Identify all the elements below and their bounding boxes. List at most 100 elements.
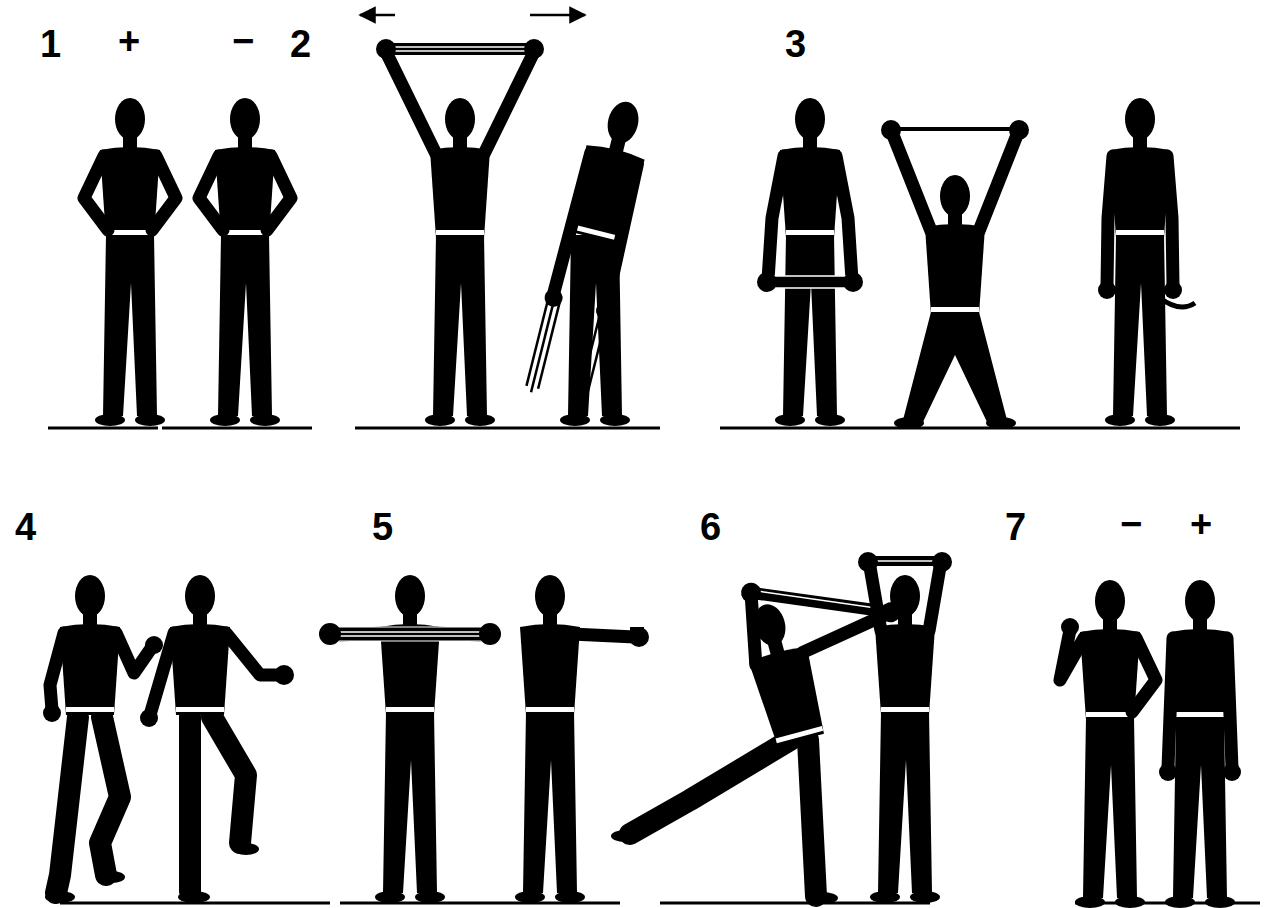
expander: [630, 627, 644, 635]
figure-part: [45, 891, 75, 903]
exercise-number: 2: [290, 25, 311, 63]
figure-part: [56, 717, 78, 893]
figure-part: [1159, 763, 1177, 781]
figure: [84, 98, 176, 426]
figure-part: [1132, 638, 1156, 712]
figure-part: [376, 39, 396, 59]
figure-part: [526, 294, 549, 386]
figure-part: [870, 712, 940, 903]
figure-part: [1009, 120, 1029, 140]
expander: [751, 559, 891, 646]
figure-part: [602, 164, 641, 308]
figure-part: [199, 156, 223, 230]
figure-part: [521, 94, 664, 407]
figure: [757, 98, 863, 426]
ground-line: [48, 428, 1260, 903]
figure-part: [780, 98, 840, 238]
figure-part: [484, 56, 532, 154]
figure: [881, 120, 1029, 429]
exercise-number: 7: [1005, 508, 1026, 546]
exercise-number: 4: [15, 508, 36, 546]
figure-part: [274, 665, 294, 685]
figure: [376, 39, 544, 426]
exercise-number: 5: [372, 508, 393, 546]
figure-part: [611, 830, 639, 842]
figure-part: [1165, 717, 1235, 908]
exercise-number: 1: [40, 25, 61, 63]
figure-part: [360, 14, 395, 17]
figure-part: [1107, 156, 1113, 286]
figure-part: [1110, 98, 1170, 238]
figure-part: [479, 623, 501, 645]
exercise-number: 3: [785, 25, 806, 63]
figure-part: [932, 552, 952, 572]
figure-part: [1075, 717, 1145, 908]
figure-part: [43, 704, 61, 722]
figure-part: [60, 575, 120, 715]
figure: [1159, 580, 1241, 908]
figure-part: [388, 56, 436, 154]
figure-part: [870, 567, 881, 631]
figure-part: [550, 633, 635, 637]
figure-part: [858, 552, 878, 572]
figure-part: [594, 300, 616, 322]
sign-mark: −: [232, 22, 254, 60]
expander: [893, 127, 1017, 131]
figure-part: [1061, 618, 1079, 636]
figure-part: [894, 417, 924, 429]
sign-mark: +: [118, 22, 140, 60]
figure-part: [808, 740, 816, 896]
figure-part: [267, 156, 291, 230]
figure-part: [530, 14, 585, 17]
figure-part: [355, 427, 660, 430]
expander: [332, 627, 488, 641]
figure-part: [152, 156, 176, 230]
figure-part: [1164, 281, 1182, 299]
figure-part: [553, 152, 591, 295]
figure-part: [394, 50, 526, 52]
figure-part: [48, 427, 158, 430]
sign-mark: +: [1190, 505, 1212, 543]
figure-part: [806, 892, 838, 904]
figure-part: [775, 235, 845, 426]
sign-mark: −: [1120, 505, 1142, 543]
expander: [867, 556, 943, 566]
figure-part: [233, 843, 259, 855]
expander: [1160, 298, 1195, 307]
figure-part: [515, 712, 585, 903]
figure-part: [170, 575, 230, 715]
figure-part: [336, 635, 484, 637]
exercise-number: 6: [700, 508, 721, 546]
figure-part: [100, 717, 120, 875]
figure-part: [1080, 580, 1140, 720]
figure-part: [588, 308, 609, 390]
figure-part: [179, 717, 201, 891]
figure: [199, 98, 291, 426]
figure-part: [425, 235, 495, 426]
figure-part: [881, 120, 901, 140]
figure-part: [1167, 156, 1173, 286]
expander: [390, 43, 530, 55]
figure: [319, 575, 501, 903]
figure: [521, 94, 664, 426]
figure-part: [116, 633, 152, 673]
figure-part: [336, 631, 484, 633]
figure-part: [836, 156, 852, 280]
figure: [43, 575, 163, 903]
figure-part: [520, 575, 580, 715]
figure-part: [925, 175, 985, 315]
figure-part: [903, 312, 1007, 422]
figure-part: [538, 297, 561, 389]
figure-part: [1168, 638, 1173, 768]
figure: [140, 575, 294, 903]
figure-part: [215, 98, 275, 238]
figure-part: [1227, 638, 1232, 768]
figure-part: [543, 287, 565, 309]
figure-part: [929, 567, 940, 631]
figure: [1060, 580, 1156, 908]
figure-part: [739, 581, 763, 605]
figure-part: [629, 627, 649, 647]
figure: [515, 575, 649, 903]
figure-part: [99, 871, 125, 883]
figure-part: [720, 427, 1240, 430]
